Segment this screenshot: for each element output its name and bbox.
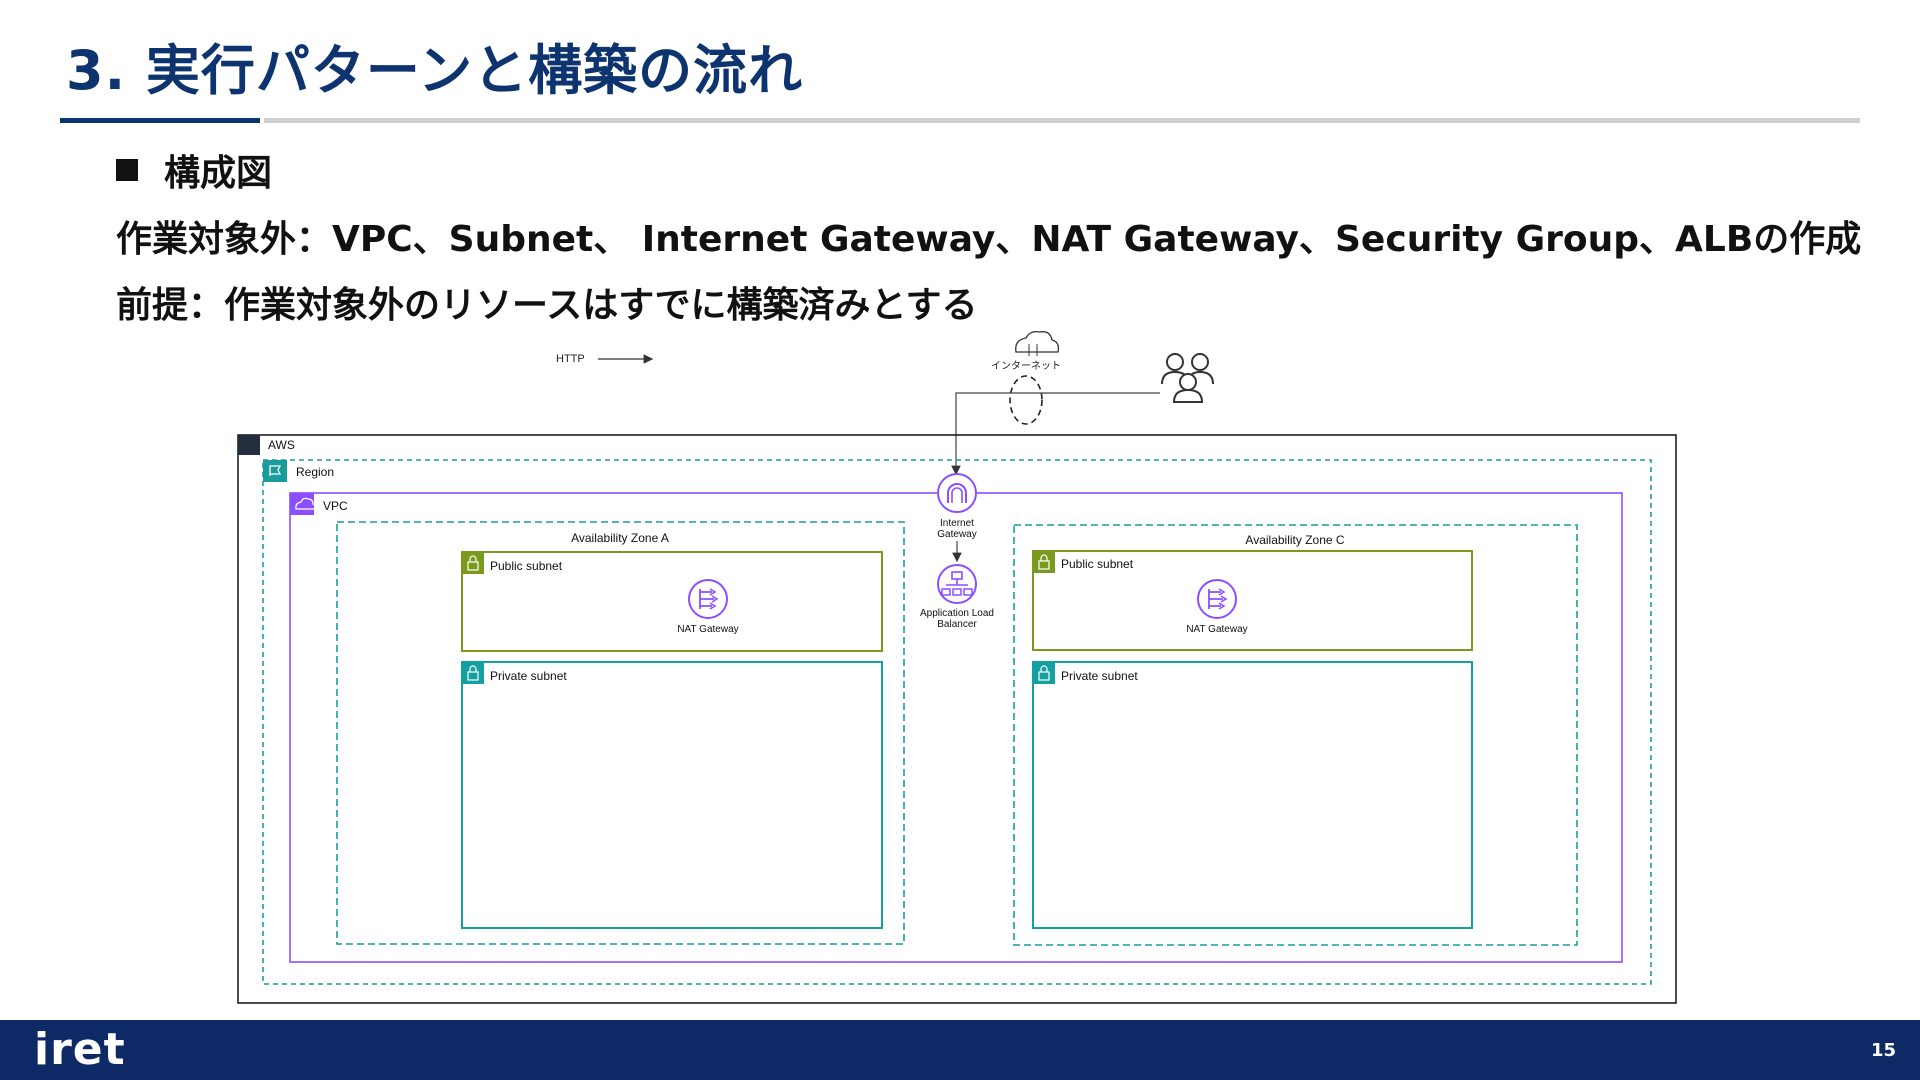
region-group [262, 459, 1652, 985]
public-subnet-lock-icon [462, 552, 484, 574]
az-a-private-subnet [461, 661, 883, 929]
igw-label-line1: Internet [940, 518, 974, 529]
users-to-igw-connector [951, 392, 1160, 476]
alb-label-line2: Balancer [937, 619, 977, 630]
premise-text: 前提：作業対象外のリソースはすでに構築済みとする [116, 285, 978, 326]
availability-zone-c [1013, 524, 1578, 946]
az-a-public-subnet [461, 551, 883, 652]
az-c-nat-gateway-label: NAT Gateway [1186, 624, 1247, 635]
http-legend: HTTP [556, 353, 654, 365]
application-load-balancer-icon [937, 564, 977, 604]
cloud-icon [1015, 330, 1060, 356]
slide-title: 3. 実行パターンと構築の流れ [66, 39, 804, 102]
internet-boundary [1009, 375, 1043, 425]
nat-gateway-icon [688, 579, 728, 619]
title-underline-accent [60, 118, 260, 123]
nat-gateway-icon [1197, 579, 1237, 619]
az-c-private-subnet-label: Private subnet [1061, 669, 1138, 683]
section-heading-text: 構成図 [164, 153, 273, 194]
az-a-private-subnet-label: Private subnet [490, 669, 567, 683]
az-c-private-subnet [1032, 661, 1473, 929]
az-c-public-subnet [1032, 550, 1473, 651]
page-number: 15 [1870, 1040, 1896, 1061]
region-flag-icon [263, 460, 287, 482]
availability-zone-a [336, 521, 905, 945]
vpc-cloud-icon [290, 493, 314, 515]
users-icon [1161, 353, 1214, 403]
aws-cloud-group [237, 434, 1677, 1004]
internet-gateway-icon [937, 473, 977, 513]
az-c-title: Availability Zone C [1245, 533, 1344, 547]
az-c-public-subnet-label: Public subnet [1061, 557, 1134, 571]
aws-logo-icon [238, 435, 260, 455]
iret-logo: iret [34, 1024, 126, 1075]
title-underline [264, 118, 1860, 123]
out-of-scope-text: 作業対象外：VPC、Subnet、 Internet Gateway、NAT G… [116, 219, 1862, 260]
az-a-title: Availability Zone A [571, 531, 669, 545]
region-label: Region [296, 465, 334, 479]
http-legend-label: HTTP [556, 353, 585, 365]
private-subnet-lock-icon [462, 662, 484, 684]
az-a-nat-gateway-label: NAT Gateway [677, 624, 738, 635]
section-heading: 構成図 [116, 144, 272, 196]
internet-label: インターネット [991, 360, 1061, 372]
vpc-label: VPC [323, 499, 348, 513]
square-bullet-icon [116, 159, 138, 181]
footer-bar: iret 15 [0, 1020, 1920, 1080]
az-a-public-subnet-label: Public subnet [490, 559, 563, 573]
igw-label-line2: Gateway [937, 529, 976, 540]
private-subnet-lock-icon [1033, 662, 1055, 684]
alb-label-line1: Application Load [920, 608, 994, 619]
aws-label: AWS [268, 438, 295, 452]
public-subnet-lock-icon [1033, 551, 1055, 573]
